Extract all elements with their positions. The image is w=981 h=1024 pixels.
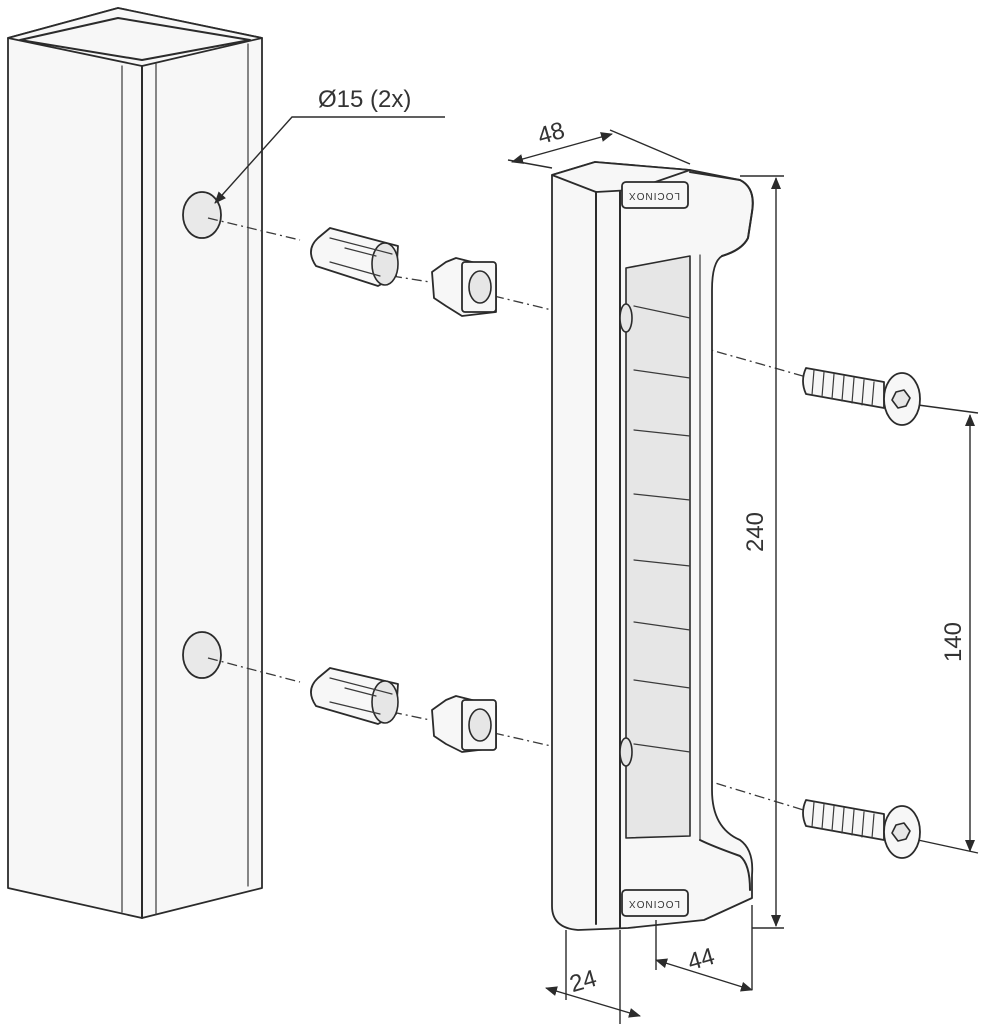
post-hole-bottom bbox=[182, 631, 222, 679]
dimension-140-label: 140 bbox=[940, 621, 968, 663]
square-nut-top bbox=[431, 257, 497, 317]
diameter-leader bbox=[214, 116, 445, 204]
hole-diameter-label: Ø15 (2x) bbox=[318, 86, 412, 113]
screw-bottom bbox=[802, 799, 921, 859]
dimension-240 bbox=[740, 175, 784, 929]
dimension-24 bbox=[545, 930, 641, 1024]
dimension-48 bbox=[507, 129, 691, 169]
brand-marking-bottom: LOCINOX bbox=[628, 898, 681, 909]
post-hole-top bbox=[182, 191, 222, 239]
screw-top bbox=[802, 367, 921, 426]
brand-marking-top: LOCINOX bbox=[628, 190, 681, 201]
square-tube-post bbox=[7, 7, 263, 919]
sleeve-top bbox=[310, 227, 399, 287]
gate-keep-body bbox=[551, 161, 754, 931]
dimension-44 bbox=[655, 905, 753, 992]
dimension-240-label: 240 bbox=[742, 511, 770, 553]
sleeve-bottom bbox=[310, 667, 399, 725]
square-nut-bottom bbox=[431, 695, 497, 753]
